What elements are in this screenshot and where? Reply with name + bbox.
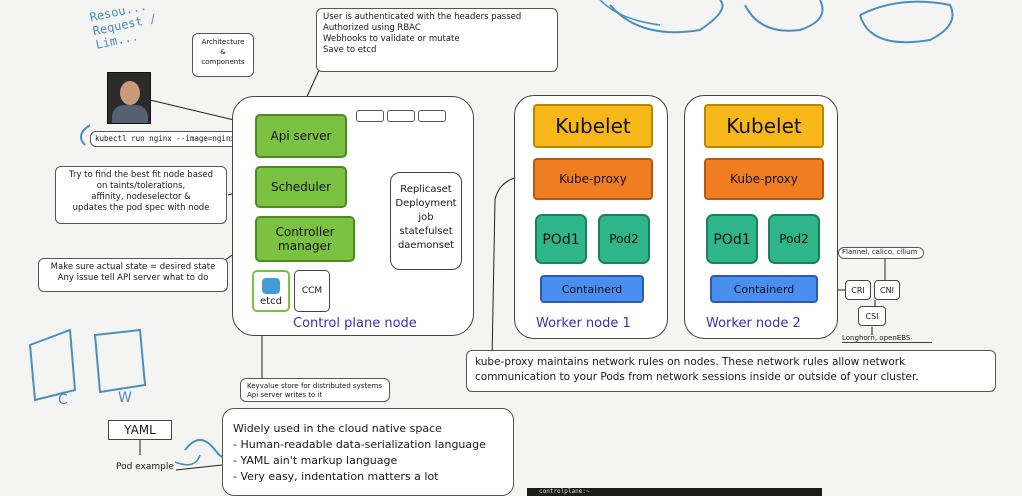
scheduler-note-line: affinity, nodeselector &: [91, 192, 191, 202]
auth-line: User is authenticated with the headers p…: [323, 12, 522, 22]
pod2-worker1: Pod2: [598, 214, 650, 264]
controllers-list: Replicaset Deployment job statefulset da…: [390, 172, 462, 270]
scheduler-note-line: Try to find the best fit node based: [69, 170, 213, 180]
scheduler: Scheduler: [255, 166, 347, 208]
scribble-c: C: [58, 392, 68, 408]
ccm: CCM: [294, 270, 330, 312]
controller-manager: Controller manager: [255, 216, 355, 262]
controller-item: daemonset: [397, 240, 455, 251]
etcd-note-line: Keyvalue store for distributed systems: [247, 382, 382, 390]
auth-line: Webhooks to validate or mutate: [323, 34, 460, 44]
etcd: etcd: [252, 270, 290, 312]
controller-note-line: Make sure actual state = desired state: [50, 262, 216, 272]
containerd-1: Containerd: [540, 275, 644, 303]
architecture-note: Architecture & components: [192, 33, 254, 77]
yaml-note-line: Widely used in the cloud native space: [233, 422, 442, 435]
kube-proxy-1: Kube-proxy: [533, 158, 653, 200]
pod1-worker1: POd1: [535, 214, 587, 264]
yaml-note-line: - Human-readable data-serialization lang…: [233, 438, 486, 451]
containerd-2: Containerd: [710, 275, 818, 303]
worker-node-2-label: Worker node 2: [706, 316, 801, 331]
csi-box: CSI: [858, 306, 886, 326]
scribble-w: W: [118, 390, 132, 406]
cri-box: CRI: [845, 280, 871, 300]
architecture-line: components: [201, 58, 245, 66]
controller-manager-line: Controller: [275, 225, 335, 239]
yaml-note: Widely used in the cloud native space - …: [222, 408, 514, 496]
controller-item: Deployment: [395, 198, 457, 209]
worker-node-1-label: Worker node 1: [536, 316, 631, 331]
scheduler-note: Try to find the best fit node based on t…: [55, 166, 227, 224]
pod1-worker2: POd1: [706, 214, 758, 264]
api-server: Api server: [255, 114, 347, 158]
kube-proxy-2: Kube-proxy: [704, 158, 824, 200]
kube-proxy-note: kube-proxy maintains network rules on no…: [466, 350, 996, 392]
etcd-icon: [262, 278, 280, 294]
avatar: [107, 72, 151, 124]
architecture-line: &: [220, 48, 226, 56]
kubelet-1: Kubelet: [533, 104, 653, 148]
auth-line: Authorized using RBAC: [323, 23, 421, 33]
terminal-strip: controlplane:~: [527, 488, 822, 496]
kubectl-command: kubectl run nginx --image=nginx: [90, 131, 250, 147]
scheduler-note-line: on taints/tolerations,: [96, 181, 186, 191]
controller-note-line: Any issue tell API server what to do: [57, 273, 209, 283]
controller-manager-line: manager: [278, 239, 332, 253]
kube-proxy-note-line: communication to your Pods from network …: [475, 371, 919, 383]
cni-plugins-note: Flannel, calico, cilium: [838, 247, 924, 259]
pod-example-label: Pod example: [116, 462, 174, 472]
yaml-label: YAML: [108, 420, 172, 440]
control-plane-label: Control plane node: [293, 316, 417, 331]
auth-note: User is authenticated with the headers p…: [316, 8, 558, 72]
architecture-line: Architecture: [201, 38, 245, 46]
etcd-note: Keyvalue store for distributed systems A…: [240, 378, 390, 402]
scheduler-note-line: updates the pod spec with node: [72, 203, 210, 213]
kubelet-2: Kubelet: [704, 104, 824, 148]
controller-item: job: [418, 212, 434, 223]
api-extensions: [356, 110, 446, 122]
csi-note: Longhorn, openEBS: [842, 334, 932, 343]
controller-item: statefulset: [399, 226, 453, 237]
auth-line: Save to etcd: [323, 45, 377, 55]
controller-note: Make sure actual state = desired state A…: [38, 258, 228, 292]
pod2-worker2: Pod2: [768, 214, 820, 264]
yaml-note-line: - YAML ain't markup language: [233, 454, 398, 467]
cni-box: CNI: [874, 280, 900, 300]
etcd-label: etcd: [260, 296, 282, 307]
yaml-note-line: - Very easy, indentation matters a lot: [233, 470, 439, 483]
controller-item: Replicaset: [400, 184, 452, 195]
kube-proxy-note-line: kube-proxy maintains network rules on no…: [475, 356, 906, 368]
etcd-note-line: Api server writes to it: [247, 391, 323, 399]
